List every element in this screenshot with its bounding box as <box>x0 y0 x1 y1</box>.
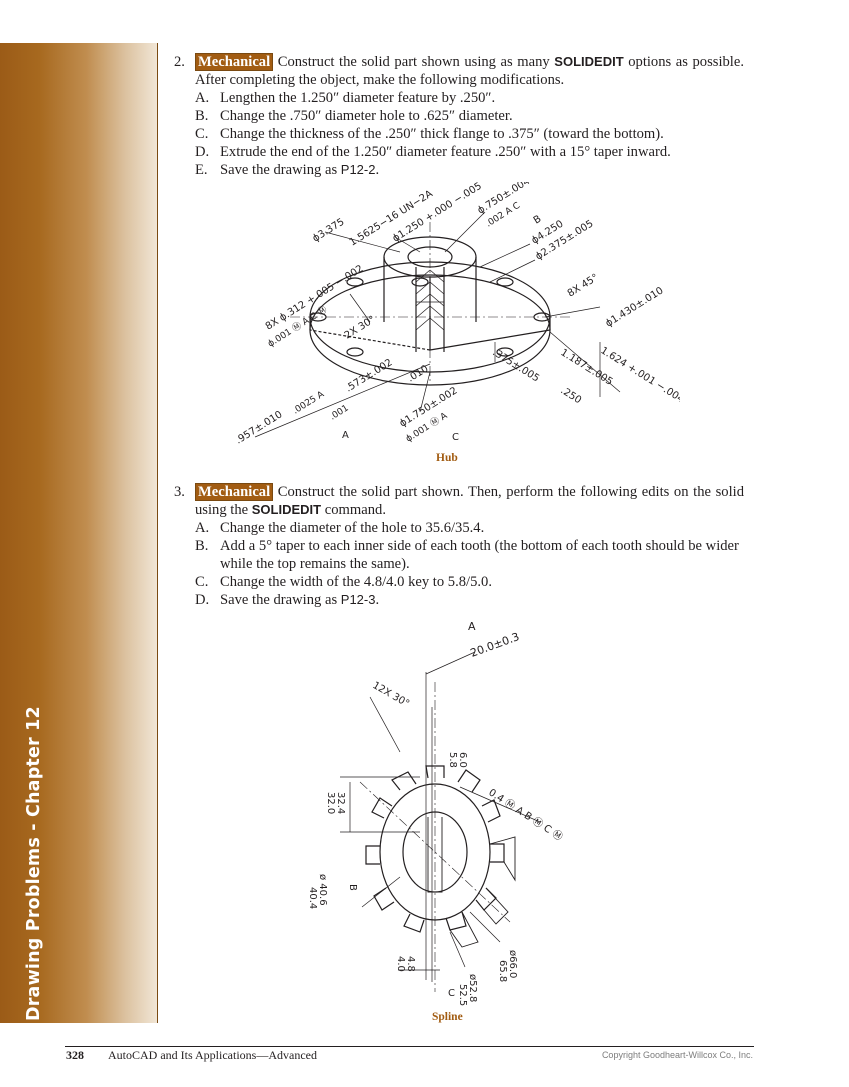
copyright-notice: Copyright Goodheart-Willcox Co., Inc. <box>601 1050 753 1060</box>
dim-label: ϕ1.430±.010 <box>604 285 666 329</box>
footer-rule <box>65 1046 754 1047</box>
dim-label: 40.4 <box>307 887 318 909</box>
dim-label: ϕ3.375 <box>311 217 347 245</box>
dim-label: 5.8 <box>447 752 458 768</box>
dim-label: 4.8 <box>405 956 416 972</box>
step-item: C.Change the width of the 4.8/4.0 key to… <box>195 574 492 590</box>
dim-label: .010 <box>406 363 431 384</box>
command-name: SOLIDEDIT <box>554 54 624 69</box>
dim-label: ø52.8 <box>467 974 478 1002</box>
figure-caption-hub: Hub <box>436 452 458 464</box>
intro-text: Construct the solid part shown. Then, pe… <box>195 484 744 518</box>
intro-text: command. <box>324 502 386 518</box>
step-item: A.Change the diameter of the hole to 35.… <box>195 520 485 536</box>
dim-label: .250 <box>558 385 583 406</box>
problem-number: 3. <box>174 484 185 500</box>
datum-label: B <box>532 214 544 227</box>
dim-label: .0025 A <box>291 389 327 416</box>
dim-label: 32.4 <box>335 792 346 814</box>
step-item: B.Change the .750″ diameter hole to .625… <box>195 108 513 124</box>
intro-text: options as possible. After completing th… <box>195 54 744 88</box>
chapter-sidebar <box>0 43 157 1023</box>
problem-intro: Mechanical Construct the solid part show… <box>195 483 744 519</box>
problem-3: 3. Mechanical Construct the solid part s… <box>174 483 744 609</box>
dim-label: 6.0 <box>457 752 468 768</box>
problem-number: 2. <box>174 54 185 70</box>
step-item: E.Save the drawing as P12-2. <box>195 162 380 178</box>
dim-label: 65.8 <box>497 960 508 982</box>
chapter-label: Drawing Problems - Chapter 12 <box>24 706 44 1021</box>
step-item: D.Extrude the end of the 1.250″ diameter… <box>195 144 671 160</box>
problem-intro: Mechanical Construct the solid part show… <box>195 53 744 89</box>
step-list: A.Change the diameter of the hole to 35.… <box>174 519 744 609</box>
dim-label: 32.0 <box>325 792 336 814</box>
dim-label: ø66.0 <box>507 950 518 978</box>
dim-label: 12X 30° <box>371 680 412 710</box>
category-tag: Mechanical <box>195 53 274 71</box>
dim-label: 52.5 <box>457 984 468 1006</box>
category-tag: Mechanical <box>195 483 274 501</box>
book-title: AutoCAD and Its Applications—Advanced <box>108 1048 317 1062</box>
step-list: A.Lengthen the 1.250″ diameter feature b… <box>174 89 744 179</box>
hub-drawing: ϕ3.375 1.5625−16 UN−2A ϕ1.250 +.000 −.00… <box>234 182 680 447</box>
dim-label: .001 <box>328 403 350 422</box>
dim-label: 0.4 Ⓜ A B Ⓜ C Ⓜ <box>486 786 564 843</box>
dim-label: 20.0±0.3 <box>469 630 522 660</box>
datum-label: C <box>448 988 455 999</box>
figure-caption-spline: Spline <box>432 1011 463 1023</box>
datum-label: B <box>347 884 358 891</box>
file-name: P12-3 <box>340 592 376 607</box>
datum-label: A <box>468 620 476 633</box>
step-item: A.Lengthen the 1.250″ diameter feature b… <box>195 90 496 106</box>
dim-label: 4.0 <box>395 956 406 972</box>
step-item: D.Save the drawing as P12-3. <box>195 592 380 608</box>
page-number: 328 <box>66 1048 84 1062</box>
dim-label: ø 40.6 <box>317 874 328 906</box>
dim-label: .375±.005 <box>490 347 541 384</box>
step-item: C.Change the thickness of the .250″ thic… <box>195 126 664 142</box>
command-name: SOLIDEDIT <box>251 502 322 517</box>
intro-text: Construct the solid part shown using as … <box>277 54 550 70</box>
file-name: P12-2 <box>340 162 376 177</box>
sidebar-divider <box>157 43 158 1023</box>
datum-label: C <box>452 432 459 443</box>
dim-label: .573±.002 <box>344 357 395 394</box>
spline-drawing: A 20.0±0.3 12X 30° 6.0 5.8 0.4 Ⓜ A B Ⓜ C… <box>307 620 565 1006</box>
dim-label: 8X 45° <box>566 272 601 299</box>
step-item: B.Add a 5° taper to each inner side of e… <box>195 538 739 572</box>
dim-label: 2X 30° <box>343 314 378 341</box>
datum-label: A <box>342 430 349 441</box>
problem-2: 2. Mechanical Construct the solid part s… <box>174 53 744 179</box>
